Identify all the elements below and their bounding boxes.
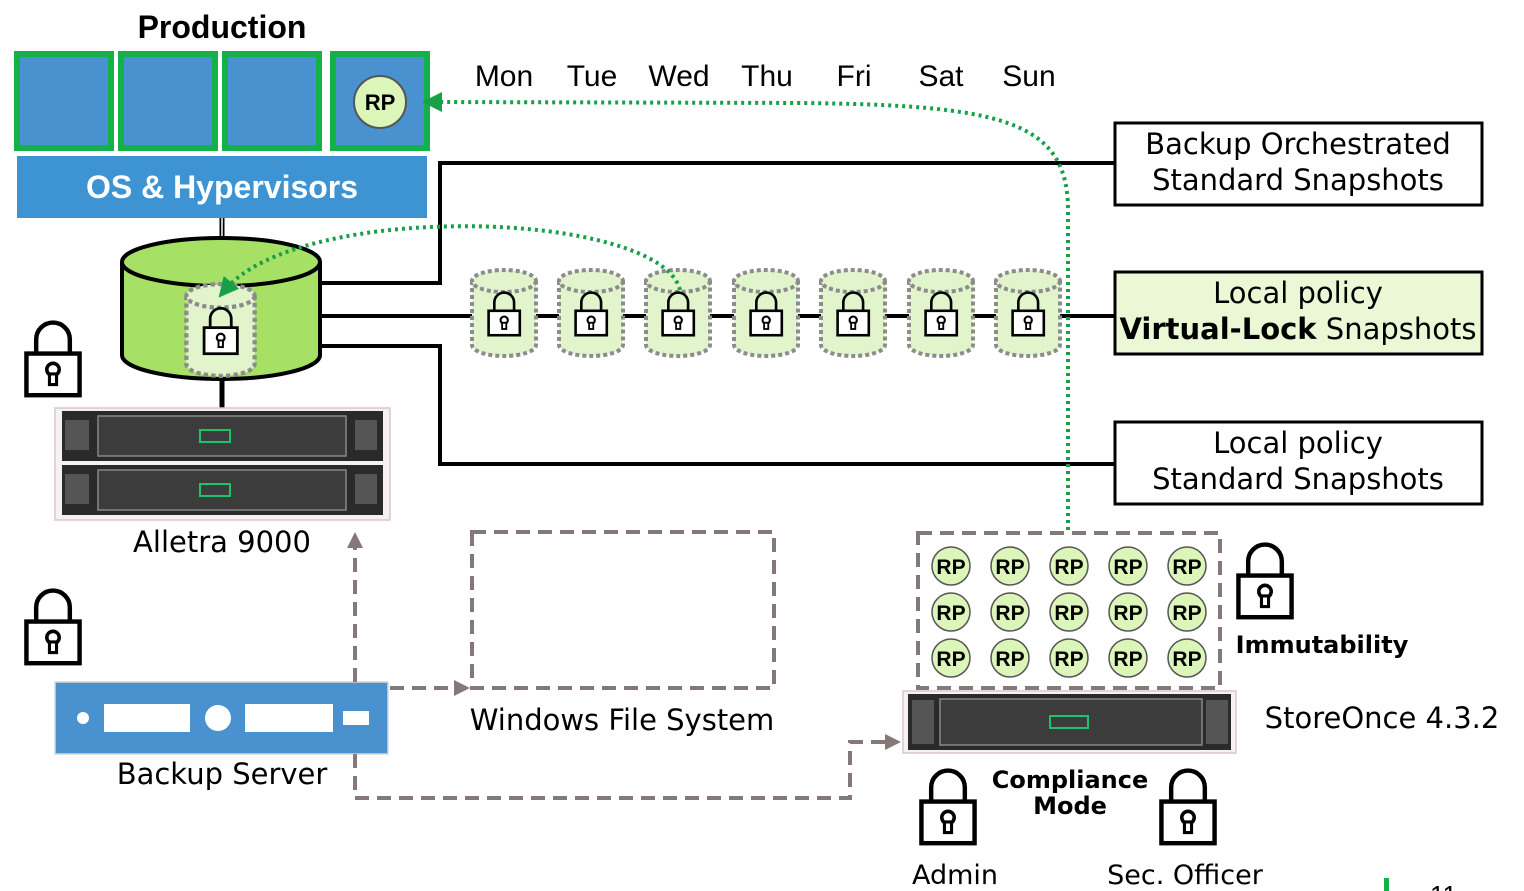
- sec-officer-label: Sec. Officer: [1107, 860, 1264, 891]
- policy-text: Local policy: [1213, 276, 1383, 310]
- storeonce-restore-arrow: [422, 92, 1070, 530]
- admin-lock-icon: [921, 771, 974, 844]
- rp-badge-label: RP: [1054, 602, 1083, 625]
- storeonce-chassis: [902, 690, 1237, 754]
- rp-badge-label: RP: [1054, 648, 1083, 671]
- backup-server-icon: [54, 681, 389, 755]
- policy-text: Standard Snapshots: [1152, 462, 1444, 496]
- rp-badge: [931, 638, 971, 678]
- rp-badge-label: RP: [1113, 602, 1142, 625]
- storeonce-label: StoreOnce 4.3.2: [1265, 701, 1500, 735]
- snapshot-icon: [821, 270, 885, 356]
- compliance-mode-label: Compliance: [992, 766, 1149, 794]
- immutability-label: Immutability: [1236, 631, 1409, 659]
- alletra-lock-icon: [26, 323, 79, 396]
- snapshot-icon: [734, 270, 798, 356]
- rp-badge: [1108, 592, 1148, 632]
- snapshot-icon: [909, 270, 973, 356]
- rp-badge: [931, 592, 971, 632]
- sec-officer-lock-icon: [1161, 771, 1214, 844]
- rp-badge: [1049, 592, 1089, 632]
- rp-badge-label: RP: [936, 602, 965, 625]
- day-label: Tue: [567, 60, 618, 93]
- alletra-9000-chassis: [54, 407, 391, 521]
- rp-catalog-box: [916, 531, 1222, 690]
- rp-badge-label: RP: [1172, 648, 1201, 671]
- rp-badge-label: RP: [936, 556, 965, 579]
- days-header: Mon Tue Wed Thu Fri Sat Sun: [475, 60, 1056, 93]
- rp-grid: RP RP RP RP RP RP RP RP RP RP RP RP RP RP RP: [931, 546, 1207, 678]
- admin-label: Admin: [912, 860, 998, 891]
- day-label: Sat: [918, 60, 964, 93]
- rp-badge-label: RP: [1054, 556, 1083, 579]
- rp-badge-label: RP: [1172, 556, 1201, 579]
- windows-file-system-box: [470, 530, 776, 690]
- rp-badge: [1108, 546, 1148, 586]
- snapshot-icon: [559, 270, 623, 356]
- snapshot-icon: [996, 270, 1060, 356]
- snapshot-icon: [472, 270, 536, 356]
- rp-badge: [1167, 546, 1207, 586]
- local-restore-arrow: [218, 224, 682, 298]
- policy-text: Virtual-Lock Snapshots: [1119, 312, 1476, 346]
- policy-box-local-standard: [1113, 420, 1484, 506]
- compliance-mode-label: Mode: [1033, 792, 1107, 820]
- policy-text: Backup Orchestrated: [1145, 127, 1451, 161]
- rp-badge: [990, 638, 1030, 678]
- rp-badge: [990, 592, 1030, 632]
- windows-file-system-label: Windows File System: [470, 703, 775, 737]
- production-title: Production: [138, 9, 307, 45]
- page-accent-bar: [1384, 878, 1389, 891]
- day-label: Wed: [648, 60, 709, 93]
- rp-badge: [1167, 592, 1207, 632]
- rp-badge: [990, 546, 1030, 586]
- daily-snapshot-row: [472, 270, 1060, 356]
- policy-box-virtual-lock: [1113, 270, 1484, 356]
- policy-connector-lines: [320, 161, 1115, 466]
- day-label: Mon: [475, 60, 533, 93]
- day-label: Sun: [1002, 60, 1055, 93]
- production-vm-blocks: [14, 51, 430, 151]
- production-rp-label: RP: [365, 90, 396, 115]
- rp-badge-label: RP: [1113, 648, 1142, 671]
- rp-badge: [1108, 638, 1148, 678]
- rp-badge-label: RP: [1113, 556, 1142, 579]
- rp-badge: [1049, 546, 1089, 586]
- os-hypervisor-label: OS & Hypervisors: [86, 169, 358, 205]
- os-hypervisor-bar: [17, 156, 427, 218]
- backup-server-label: Backup Server: [117, 757, 328, 791]
- rp-badge: [931, 546, 971, 586]
- rp-badge-label: RP: [1172, 602, 1201, 625]
- policy-emphasis: Virtual-Lock: [1119, 312, 1317, 346]
- backup-server-lock-icon: [26, 591, 79, 664]
- rp-badge-label: RP: [995, 648, 1024, 671]
- rp-badge: [1049, 638, 1089, 678]
- rp-badge-label: RP: [936, 648, 965, 671]
- production-rp-badge: [353, 75, 407, 129]
- page-number: 11: [1430, 880, 1457, 891]
- policy-box-backup-orchestrated: [1113, 121, 1484, 207]
- rp-badge-label: RP: [995, 602, 1024, 625]
- backup-data-paths: [347, 532, 901, 800]
- immutability-lock-icon: [1238, 545, 1291, 618]
- rp-badge: [1167, 638, 1207, 678]
- policy-text: Snapshots: [1317, 312, 1477, 346]
- day-label: Thu: [741, 60, 793, 93]
- policy-text: Local policy: [1213, 426, 1383, 460]
- policy-text: Standard Snapshots: [1152, 163, 1444, 197]
- alletra-label: Alletra 9000: [133, 525, 311, 559]
- day-label: Fri: [837, 60, 872, 93]
- storage-locked-snapshot-icon: [186, 284, 254, 376]
- rp-badge-label: RP: [995, 556, 1024, 579]
